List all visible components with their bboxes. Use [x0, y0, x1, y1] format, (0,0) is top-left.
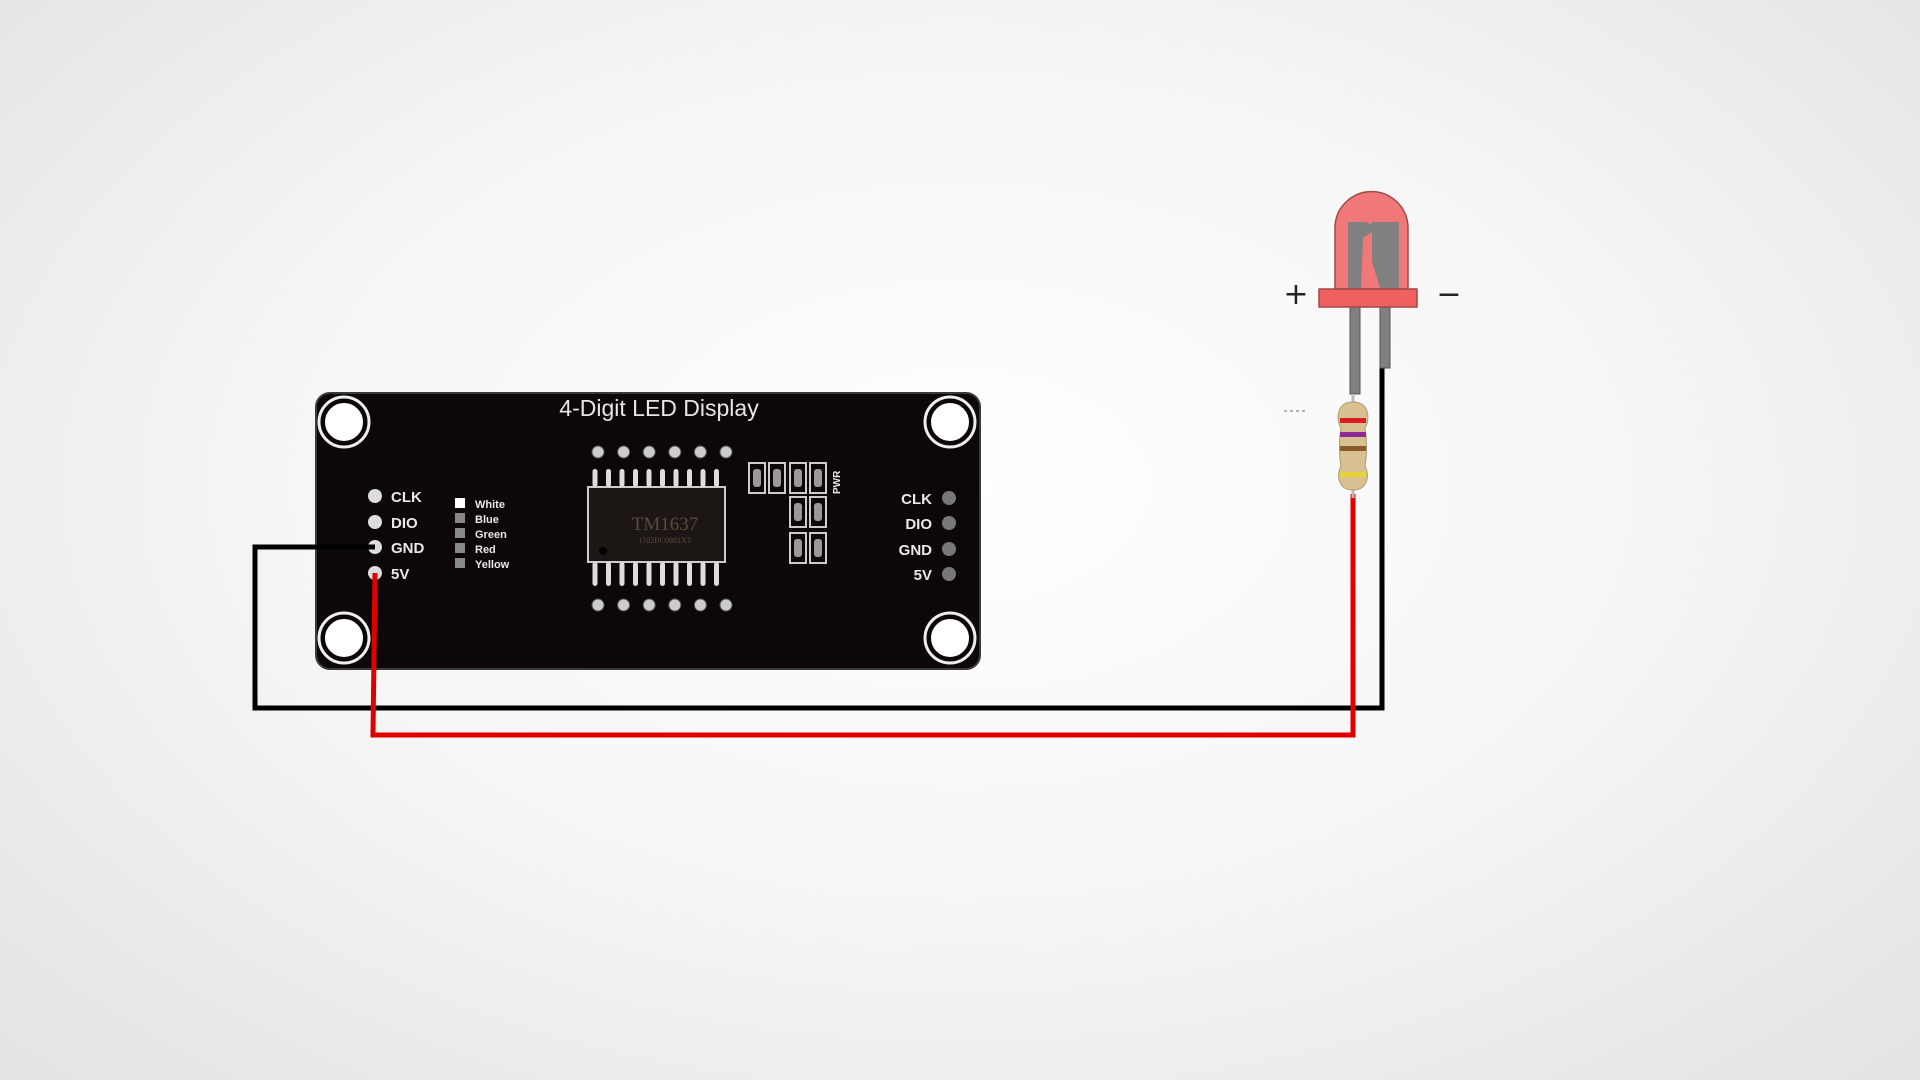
tm1637-chip: TM1637 1502BC0881XT [587, 445, 733, 612]
legend-yellow: Yellow [475, 559, 510, 571]
led-rim [1318, 288, 1418, 308]
chip-pin [646, 562, 652, 586]
legend-blue: Blue [475, 514, 499, 526]
power-wire[interactable] [370, 494, 1356, 738]
resistor-band [1340, 472, 1366, 477]
smd-pad [789, 496, 807, 528]
smd-pad [809, 462, 827, 494]
legend-red: Red [475, 544, 496, 556]
pin-label-dio: DIO [391, 515, 418, 532]
smd-component [794, 469, 802, 487]
chip-pin [700, 469, 706, 487]
right-pin-label-gnd: GND [899, 542, 933, 559]
smd-pad [748, 462, 766, 494]
smd-component [794, 539, 802, 557]
board-title: 4-Digit LED Display [559, 395, 759, 421]
resistor [1337, 394, 1369, 498]
right-pin-label-5v: 5V [914, 567, 932, 584]
via [719, 598, 733, 612]
chip-pin [606, 562, 611, 586]
via [617, 445, 631, 459]
red-led: + − [1283, 190, 1462, 395]
smd-component [814, 539, 822, 557]
right-pin-label-dio: DIO [905, 516, 932, 533]
pin-label-gnd: GND [391, 540, 425, 557]
smd-component [814, 469, 822, 487]
left-pin-header: CLK DIO GND 5V [368, 489, 425, 583]
resistor-band [1340, 418, 1366, 423]
chip-sublabel: 1502BC0881XT [638, 536, 691, 545]
via [693, 598, 707, 612]
right-pin-label-clk: CLK [901, 491, 932, 508]
cathode-minus-label: − [1436, 277, 1461, 312]
chip-pin [673, 469, 679, 487]
chip-pin [619, 562, 625, 586]
chip-pin [633, 562, 638, 586]
smd-component [794, 503, 802, 521]
led-display-module: 4-Digit LED Display CLK DIO GND 5V White… [315, 392, 981, 670]
chip-pin [633, 469, 638, 487]
chip-pin [687, 469, 692, 487]
pin-label-clk: CLK [391, 489, 422, 506]
resistor-band [1340, 446, 1366, 451]
smd-component [814, 503, 822, 521]
via [668, 598, 682, 612]
via [719, 445, 733, 459]
smd-pad [809, 496, 827, 528]
smd-pad [789, 462, 807, 494]
smd-components [748, 462, 827, 564]
chip-pin [606, 469, 611, 487]
smd-pad [809, 532, 827, 564]
chip-pin [619, 469, 625, 487]
smd-component [753, 469, 761, 487]
via [693, 445, 707, 459]
legend-green: Green [475, 529, 507, 541]
via [591, 598, 605, 612]
chip-pin [714, 469, 719, 487]
chip-pin [700, 562, 706, 586]
via [591, 445, 605, 459]
via [668, 445, 682, 459]
ground-wire[interactable] [252, 368, 1385, 711]
right-pin-header: CLK DIO GND 5V [899, 491, 956, 584]
chip-pin [592, 469, 598, 487]
pin-label-5v: 5V [391, 566, 409, 583]
chip-pin [714, 562, 719, 586]
chip-pin [687, 562, 692, 586]
color-legend: White Blue Green Red Yellow [455, 498, 510, 571]
chip-label: TM1637 [632, 514, 699, 535]
via [642, 445, 656, 459]
chip-pin [660, 469, 665, 487]
via [642, 598, 656, 612]
chip-pin [646, 469, 652, 487]
smd-component [773, 469, 781, 487]
via [617, 598, 631, 612]
resistor-band [1340, 432, 1366, 437]
smd-pad [768, 462, 786, 494]
chip-pin [673, 562, 679, 586]
smd-pad [789, 532, 807, 564]
anode-plus-label: + [1283, 277, 1308, 312]
chip-pin [592, 562, 598, 586]
legend-white: White [475, 499, 505, 511]
mounting-holes [317, 395, 977, 665]
pwr-label: PWR [832, 470, 843, 494]
led-cathode-leg [1379, 305, 1391, 369]
chip-pin [660, 562, 665, 586]
led-anode-leg [1349, 305, 1361, 395]
